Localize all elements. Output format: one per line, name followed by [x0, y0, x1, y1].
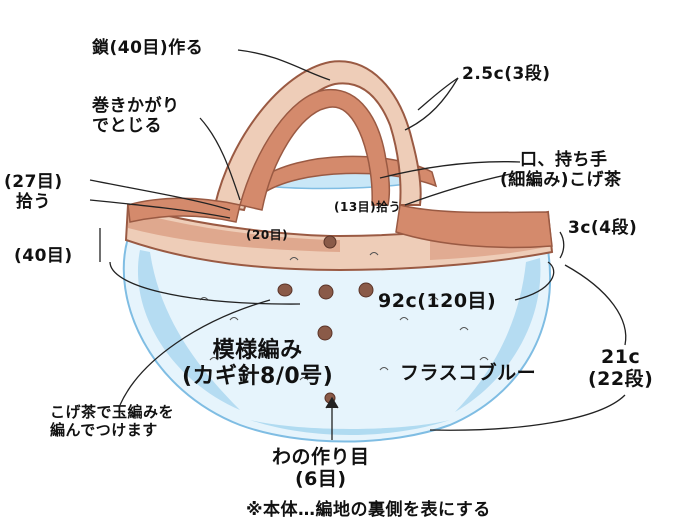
- label-pattern-line2: (カギ針8/0号): [182, 363, 334, 389]
- leader-mouth2: [404, 171, 521, 206]
- label-pick13: (13目)拾う: [334, 200, 402, 214]
- handle-inner: [239, 89, 391, 211]
- label-footnote: ※本体…編地の裏側を表にする: [246, 500, 491, 518]
- body-shading: [137, 250, 240, 410]
- label-color-body: フラスコブルー: [400, 362, 537, 384]
- label-ring-line2: (6目): [294, 468, 347, 491]
- body-shading-right: [455, 258, 541, 412]
- leader-pick27b: [89, 199, 231, 219]
- leader-height2: [429, 394, 626, 431]
- bobble-dots: [277, 235, 374, 404]
- label-pattern: 模様編み (カギ針8/0号): [182, 338, 333, 390]
- leader-pick27: [89, 179, 231, 211]
- handle-right-strap: [395, 204, 553, 249]
- label-whip-stitch: 巻きかがり でとじる: [92, 96, 180, 136]
- label-mouth-line2: (細編み)こげ茶: [500, 170, 622, 191]
- label-height-line2: (22段): [588, 368, 654, 391]
- bobble-dot: [317, 325, 333, 341]
- bobble-dot: [358, 282, 374, 298]
- bobble-dot: [323, 235, 337, 249]
- label-mouth-handle: 口、持ち手 (細編み)こげ茶: [500, 150, 622, 190]
- label-handle-width: 2.5c(3段): [462, 64, 551, 84]
- label-count20: (20目): [246, 228, 289, 242]
- label-height-line1: 21c: [601, 346, 641, 368]
- leader-lines: [89, 49, 627, 440]
- bobble-dot: [277, 283, 293, 297]
- bobble-dot: [318, 284, 334, 300]
- label-whip-line1: 巻きかがり: [92, 96, 180, 116]
- leader-circ-right: [514, 261, 555, 301]
- label-popcorn: こげ茶で玉編みを 編んでつけます: [50, 403, 175, 439]
- label-whip-line2: でとじる: [92, 116, 162, 137]
- leader-whip: [199, 117, 241, 201]
- leader-mouth: [379, 161, 521, 179]
- label-rim: 3c(4段): [568, 218, 638, 238]
- leader-ring-arrow: [325, 396, 339, 409]
- label-ring-line1: わの作り目: [272, 446, 370, 468]
- leader-handle-width: [417, 77, 459, 111]
- label-pick27-line2: 拾う: [15, 192, 51, 213]
- body-shading-bottom: [250, 420, 450, 435]
- label-ring: わの作り目 (6目): [272, 446, 370, 491]
- label-circumference: 92c(120目): [378, 290, 497, 312]
- label-popcorn-line2: 編んでつけます: [50, 420, 158, 439]
- leader-chain: [237, 49, 331, 81]
- label-mouth-line1: 口、持ち手: [520, 150, 608, 170]
- label-pattern-line1: 模様編み: [212, 338, 303, 363]
- stitch-texture: [199, 251, 489, 381]
- label-chain: 鎖(40目)作る: [92, 38, 204, 58]
- label-popcorn-line1: こげ茶で玉編みを: [50, 403, 175, 421]
- rim-band-shade: [128, 210, 340, 252]
- leader-rim: [559, 231, 565, 259]
- leader-popcorn: [119, 299, 271, 406]
- label-pick27: (27目) 拾う: [4, 172, 63, 212]
- label-height: 21c (22段): [588, 346, 653, 391]
- mouth-back-band: [257, 155, 438, 196]
- label-count40: (40目): [14, 246, 73, 266]
- label-pick27-line1: (27目): [4, 172, 63, 192]
- leader-handle-width2: [404, 77, 459, 131]
- leader-height: [564, 264, 627, 346]
